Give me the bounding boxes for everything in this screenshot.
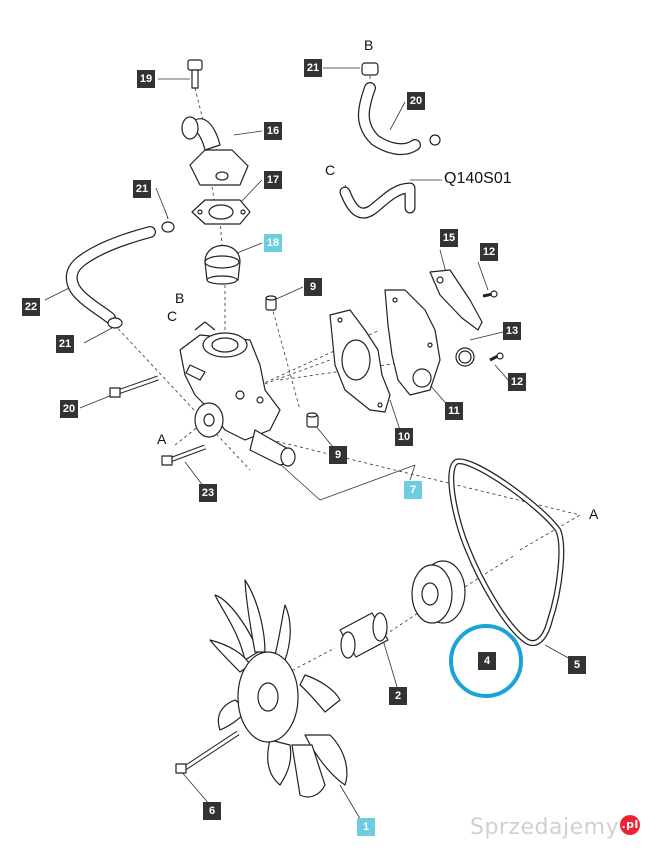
bolt-18-shape [187,59,203,89]
part-label-4: 4 [478,652,496,670]
gasket-16-shape [191,199,251,225]
part-label-18: 19 [137,70,155,88]
connection-letter-a-right: A [589,506,599,522]
bracket-14-shape [429,269,483,331]
bolt-23-shape [161,444,206,466]
part-label-10: 10 [395,428,413,446]
watermark: Sprzedajemy.pl [470,815,641,840]
gasket-10-shape [329,309,391,413]
sleeve-9-shapes [265,295,319,428]
bolt-6-shape [175,730,240,774]
part-4-highlight-ring [449,624,523,698]
part-label-1: 1 [357,818,375,836]
part-label-20: 20 [407,92,425,110]
part-label-17: 18 [264,234,282,252]
part-label-21-right: 21 [304,59,322,77]
part-label-5: 5 [568,656,586,674]
part-label-6: 6 [203,802,221,820]
water-pump-body-shape [179,321,296,467]
connection-letter-c-pump: C [167,308,178,324]
part-label-13: 13 [503,322,521,340]
part-label-15: 16 [264,122,282,140]
watermark-text: Sprzedajemy [470,815,620,840]
belt-5-shape [448,458,565,647]
connection-letter-a-left: A [157,431,167,447]
part-label-21-top: 21 [133,180,151,198]
part-label-21-left: 21 [56,335,74,353]
bolt-19-shape [109,375,159,398]
label-leaders [44,67,573,823]
hose-20-shape [357,62,441,156]
connection-letter-c-right: C [325,162,336,178]
diagram-code: Q140S01 [444,170,512,187]
watermark-badge: .pl [620,815,641,835]
part-label-9-bottom: 9 [329,446,347,464]
part-label-12-top: 12 [480,243,498,261]
hose-c-shape [339,182,416,219]
part-label-12-bottom: 12 [508,373,526,391]
part-label-2: 2 [389,687,407,705]
part-label-9-top: 9 [304,278,322,296]
part-label-19: 20 [60,400,78,418]
cover-plate-11-shape [384,289,441,396]
spacer-2-shape [339,612,389,659]
small-parts-shapes [455,290,504,367]
part-label-7: 7 [404,481,422,499]
thermostat-housing-15-shape [181,116,249,186]
part-label-16: 17 [264,171,282,189]
part-label-14: 15 [440,229,458,247]
thermostat-17-shape [204,245,241,285]
part-label-22: 22 [22,298,40,316]
pulley-4-shape [411,560,466,624]
part-label-11: 11 [445,402,463,420]
fan-1-shape [209,579,348,798]
part-label-23: 23 [199,484,217,502]
connection-letter-b-top: B [364,37,374,53]
hose-22-shape [65,221,175,329]
connection-letter-b-pump: B [175,290,185,306]
